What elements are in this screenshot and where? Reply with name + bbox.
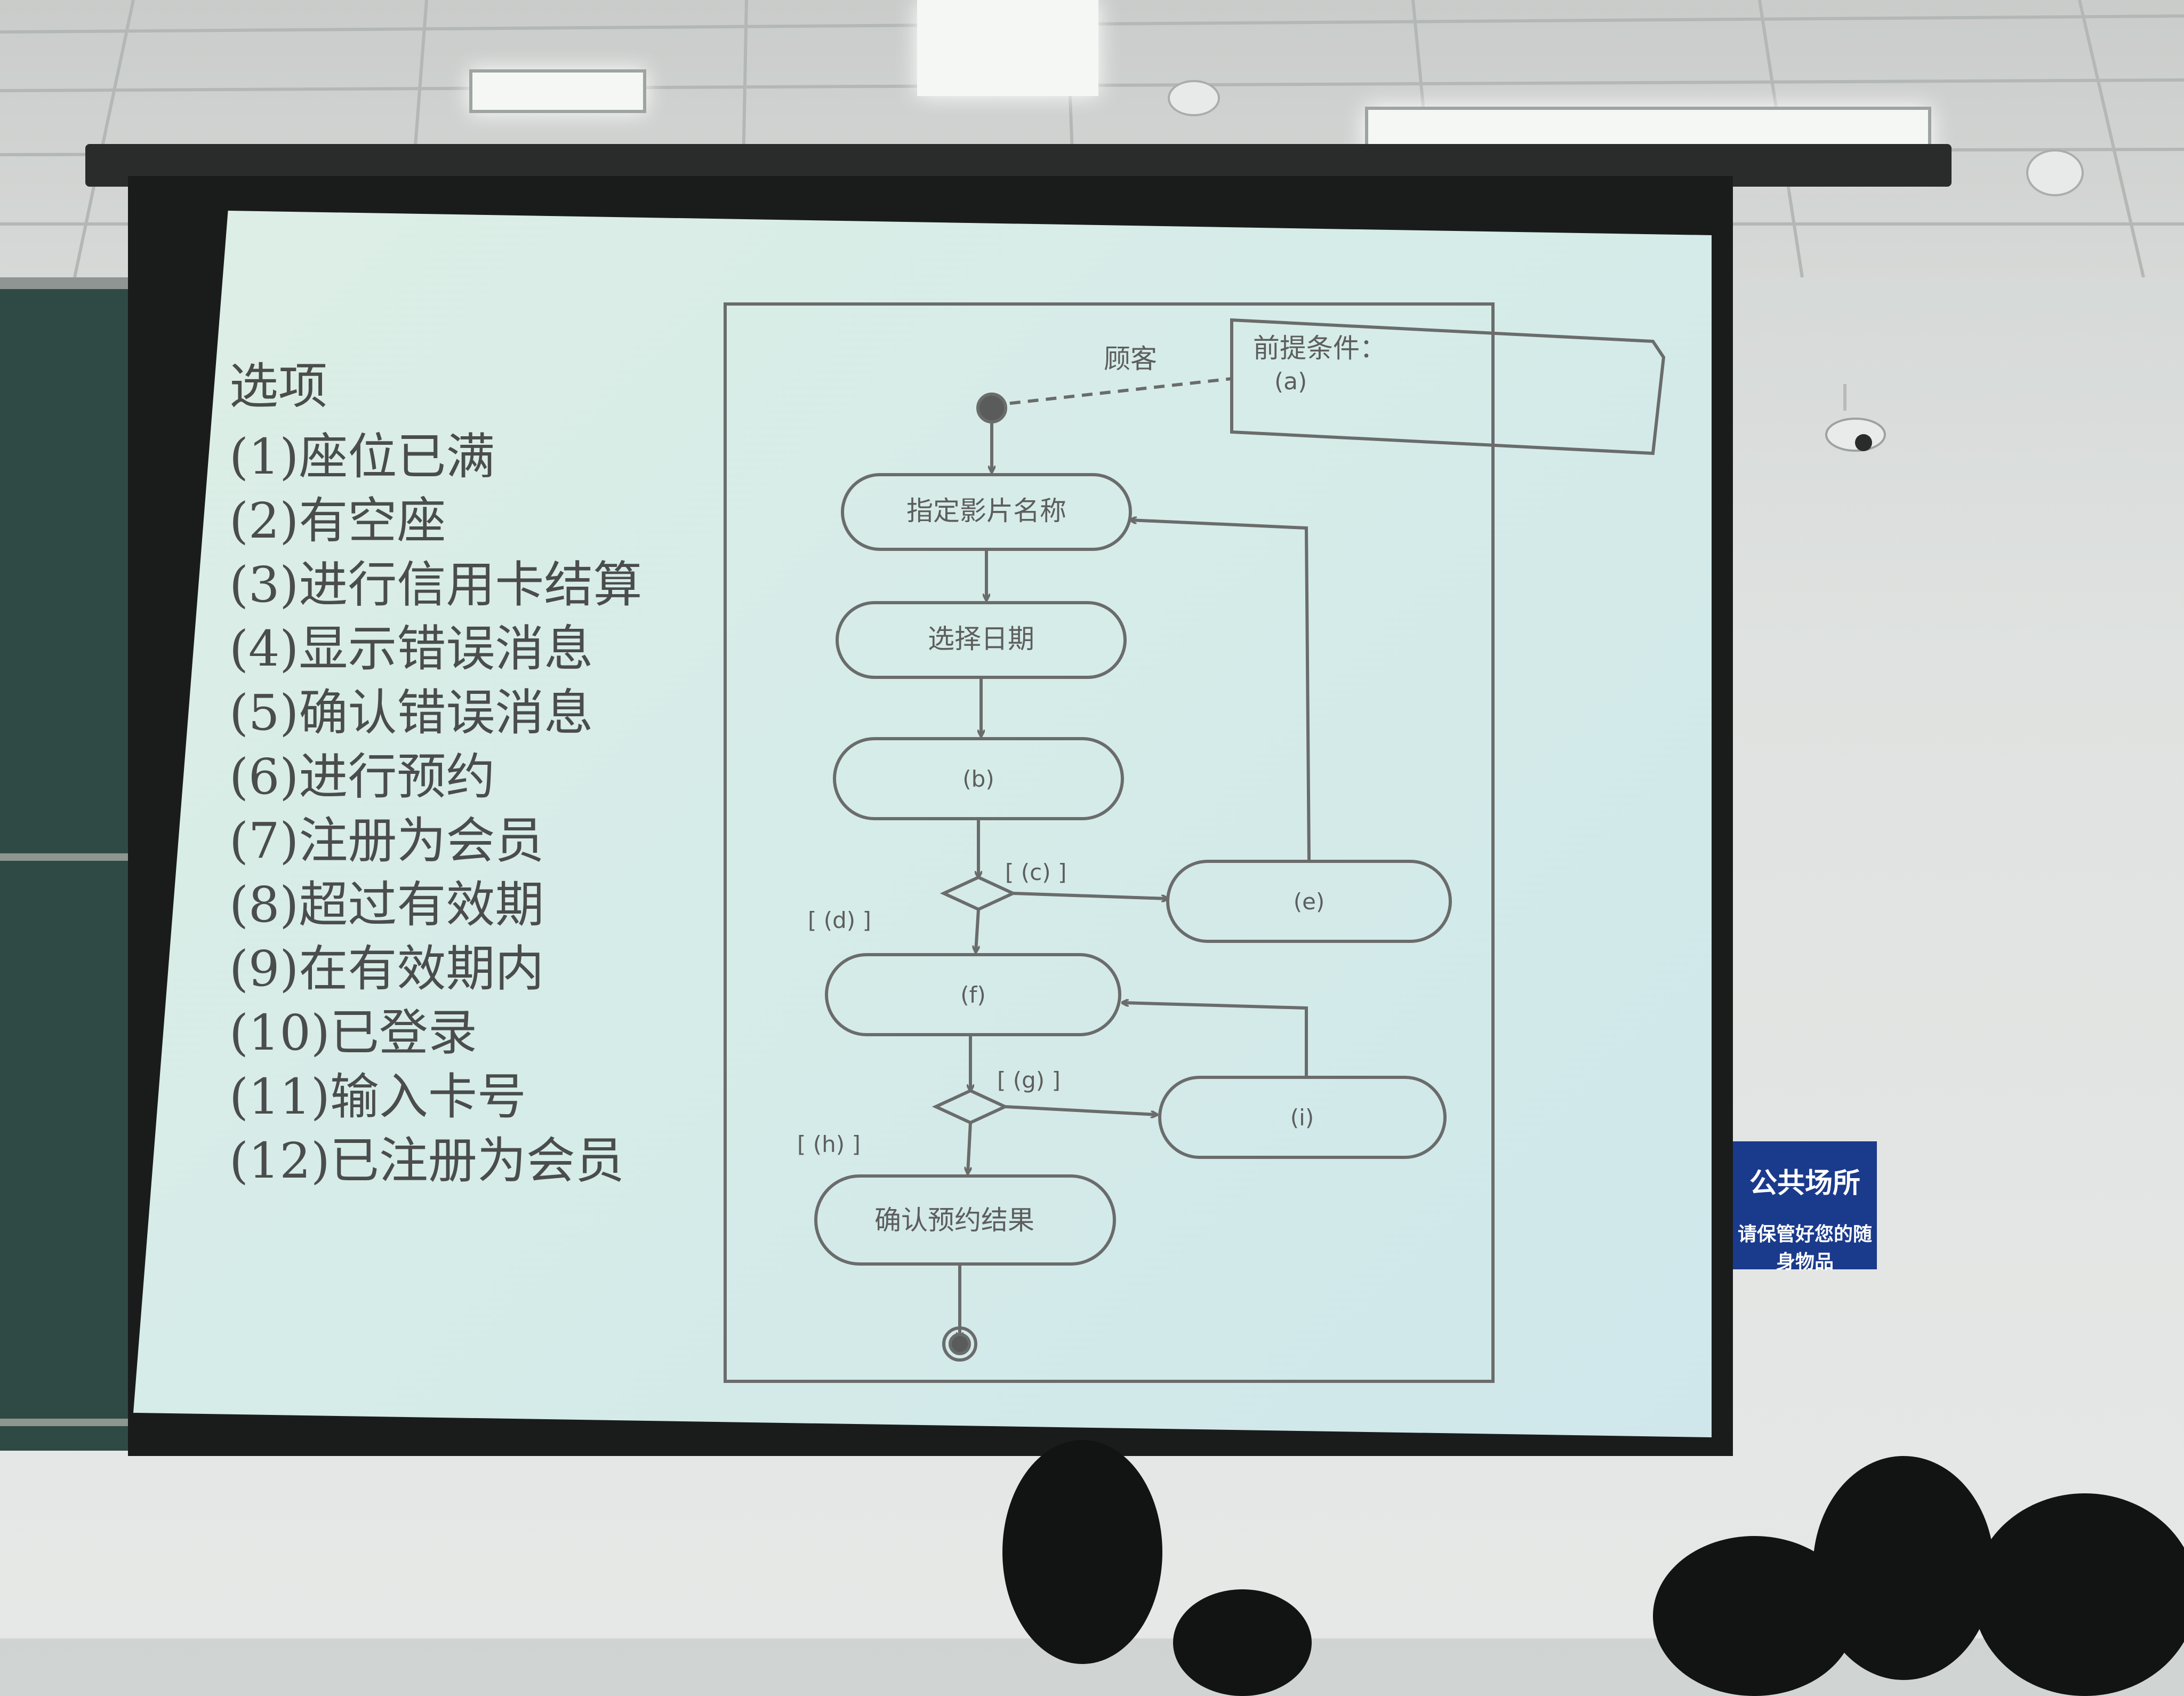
initial-node <box>976 393 1007 423</box>
activity-label: (f) <box>960 982 986 1008</box>
audience-head <box>1173 1589 1312 1696</box>
loop-back-arrow <box>1130 520 1311 862</box>
flow-arrow <box>968 1122 972 1173</box>
options-list: 选项 (1)座位已满 (2)有空座 (3)进行信用卡结算 (4)显示错误消息 (… <box>229 347 642 1193</box>
activity-label: 指定影片名称 <box>906 495 1066 526</box>
activity-diagram: 顾客 前提条件： (a) 指定影片名称 选择日期 (b) (e) (f) (i)… <box>724 302 1666 1383</box>
option-item: (3)进行信用卡结算 <box>229 556 643 613</box>
flow-arrow <box>1013 892 1168 899</box>
option-item: (7)注册为会员 <box>229 812 544 869</box>
audience-head <box>1973 1493 2184 1696</box>
decision-node <box>932 1089 1009 1125</box>
activity-label: (i) <box>1290 1105 1314 1131</box>
swimlane-border <box>724 302 1495 1383</box>
note-connector <box>991 377 1232 407</box>
activity-f <box>825 953 1121 1036</box>
option-item: (11)输入卡号 <box>229 1068 526 1125</box>
ceiling-light <box>469 69 646 113</box>
guard-label: [ (d) ] <box>808 907 871 933</box>
public-notice-sign: 公共场所 请保管好您的随身物品 <box>1733 1141 1877 1273</box>
option-item: (8)超过有效期 <box>229 876 544 933</box>
activity-label: 选择日期 <box>928 623 1034 654</box>
audience-head <box>1002 1440 1162 1664</box>
flow-arrow <box>1005 1105 1157 1115</box>
precondition-title: 前提条件： <box>1253 333 1386 364</box>
guard-label: [ (h) ] <box>797 1131 861 1157</box>
audience-head <box>1813 1456 1994 1680</box>
flow-arrow <box>976 909 980 952</box>
chalkboard-frame <box>0 277 155 1451</box>
option-item: (2)有空座 <box>229 492 446 549</box>
chalkboard-tray <box>0 1419 155 1426</box>
options-title: 选项 <box>229 358 328 415</box>
notice-text: 请保管好您的随身物品 <box>1737 1223 1872 1273</box>
ceiling-light <box>917 0 1098 96</box>
chalkboard-divider <box>0 853 155 861</box>
guard-label: [ (g) ] <box>997 1067 1061 1093</box>
option-item: (10)已登录 <box>229 1004 477 1061</box>
security-camera-icon <box>1825 384 1886 452</box>
activity-i <box>1158 1076 1447 1159</box>
precondition-note <box>1230 318 1666 455</box>
decision-node <box>940 875 1017 911</box>
swimlane-label: 顾客 <box>1104 343 1157 374</box>
loop-back-arrow <box>1122 1003 1308 1077</box>
option-item: (4)显示错误消息 <box>229 620 593 677</box>
smoke-detector <box>2026 149 2084 196</box>
option-item: (6)进行预约 <box>229 748 495 805</box>
smoke-detector <box>1168 80 1220 116</box>
activity-label: (e) <box>1294 889 1325 915</box>
option-item: (5)确认错误消息 <box>229 684 593 741</box>
activity-confirm <box>814 1174 1116 1266</box>
option-item: (1)座位已满 <box>229 428 495 485</box>
activity-label: 确认预约结果 <box>874 1205 1034 1236</box>
projected-slide <box>133 211 1712 1437</box>
option-item: (12)已注册为会员 <box>229 1132 624 1189</box>
audience <box>0 1429 2184 1696</box>
precondition-value: (a) <box>1274 368 1307 395</box>
option-item: (9)在有效期内 <box>229 940 544 997</box>
final-node-ring <box>942 1326 977 1362</box>
activity-label: (b) <box>962 766 994 792</box>
final-node <box>949 1333 971 1355</box>
guard-label: [ (c) ] <box>1005 859 1066 885</box>
notice-heading: 公共场所 <box>1749 1167 1860 1199</box>
